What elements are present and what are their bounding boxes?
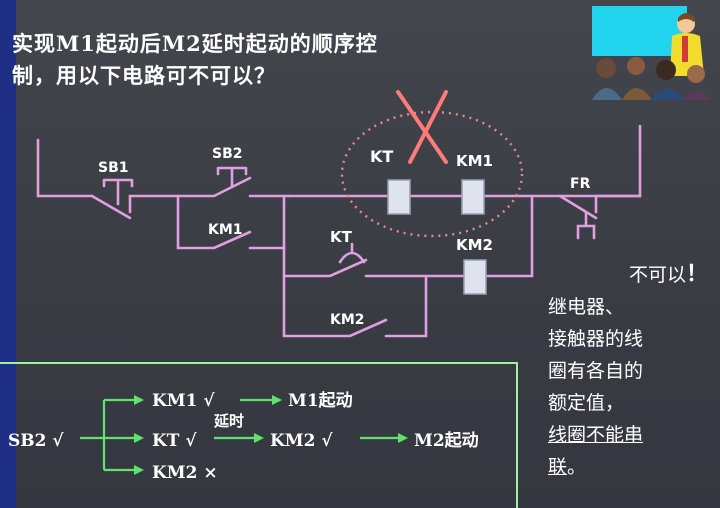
teacher-hair [678,13,695,22]
arrowhead-kt [134,433,144,443]
student-body-1 [592,88,622,100]
explanation-line-6: 联。 [548,451,718,483]
kt-coil [387,179,411,215]
km1-coil [461,179,485,215]
right-power-rail [594,124,642,214]
highlight-dotted-circle [340,110,524,238]
flow-kt: KT √ [152,431,197,451]
km2-contact-label: KM2 [330,312,365,328]
left-power-rail [36,138,94,198]
student-head-4 [687,65,705,83]
student-body-3 [650,89,684,100]
teacher-illustration [592,6,712,100]
arrowhead-m2 [398,433,408,443]
flow-m1: M1起动 [288,390,353,411]
explanation-line-4: 额定值， [548,392,625,414]
explanation-line-6-underlined: 联 [548,456,568,478]
flow-delay: 延时 [213,412,244,430]
explanation-line-3: 圈有各自的 [548,360,644,382]
arrowhead-km2-fail [134,465,144,475]
explanation-line-1: 继电器、 [548,296,625,318]
fr-symbol [576,210,596,240]
conclusion-word: 不可以 [628,264,686,286]
kt-coil-label: KT [370,147,393,166]
student-body-4 [682,91,712,100]
explanation-line-5: 线圈不能串 [548,424,644,446]
explanation-line-6-end: 。 [567,456,587,478]
fr-label: FR [570,176,591,192]
kt-contact-label: KT [330,228,353,246]
conclusion-exclamation: ！ [685,261,708,287]
km2-coil [463,259,487,295]
flow-km2-ok: KM2 √ [270,431,333,451]
blackboard-shape [592,6,687,56]
flow-sb2: SB2 √ [8,431,64,451]
sb1-button-head [102,178,134,206]
teacher-tie [682,36,688,62]
explanation-panel: 不可以！ 继电器、 接触器的线 圈有各自的 额定值， 线圈不能串 联。 [548,258,718,483]
explanation-line-2: 接触器的线 [548,328,644,350]
km2-branch-wire [282,194,534,278]
flow-km2-fail: KM2 × [152,463,218,483]
arrowhead-km2 [254,433,264,443]
student-head-1 [596,58,616,78]
sb2-blade [176,176,252,198]
arrowhead-km1 [134,395,144,405]
student-head-2 [627,57,645,75]
km2-coil-label: KM2 [456,236,493,254]
title-line-1: 实现M1起动后M2延时起动的顺序控 [12,31,378,56]
flow-m2: M2起动 [414,430,479,451]
sb2-label: SB2 [212,146,243,162]
title-line-2: 制，用以下电路可不可以？ [12,63,276,88]
sb1-to-sb2-wire [128,194,180,214]
flow-km1: KM1 √ [152,391,215,411]
km1-contact-label: KM1 [208,222,243,238]
conclusion-text: 不可以！ [548,258,718,291]
left-accent-bar [0,0,16,508]
sb1-blade [90,194,132,220]
arrowhead-m1 [272,395,282,405]
km2-holding-branch [282,274,428,338]
slide-title: 实现M1起动后M2延时起动的顺序控 制，用以下电路可不可以？ [12,28,572,92]
cross-mark [396,90,448,164]
kt-delay-symbol [338,242,366,264]
student-head-3 [656,60,676,80]
sb2-button-head [216,166,248,188]
fr-blade [558,194,598,220]
km1-coil-label: KM1 [456,152,493,170]
flow-box-border [0,362,518,508]
sb1-label: SB1 [98,160,129,176]
student-body-2 [622,88,652,100]
flow-branch-lines [80,398,138,472]
